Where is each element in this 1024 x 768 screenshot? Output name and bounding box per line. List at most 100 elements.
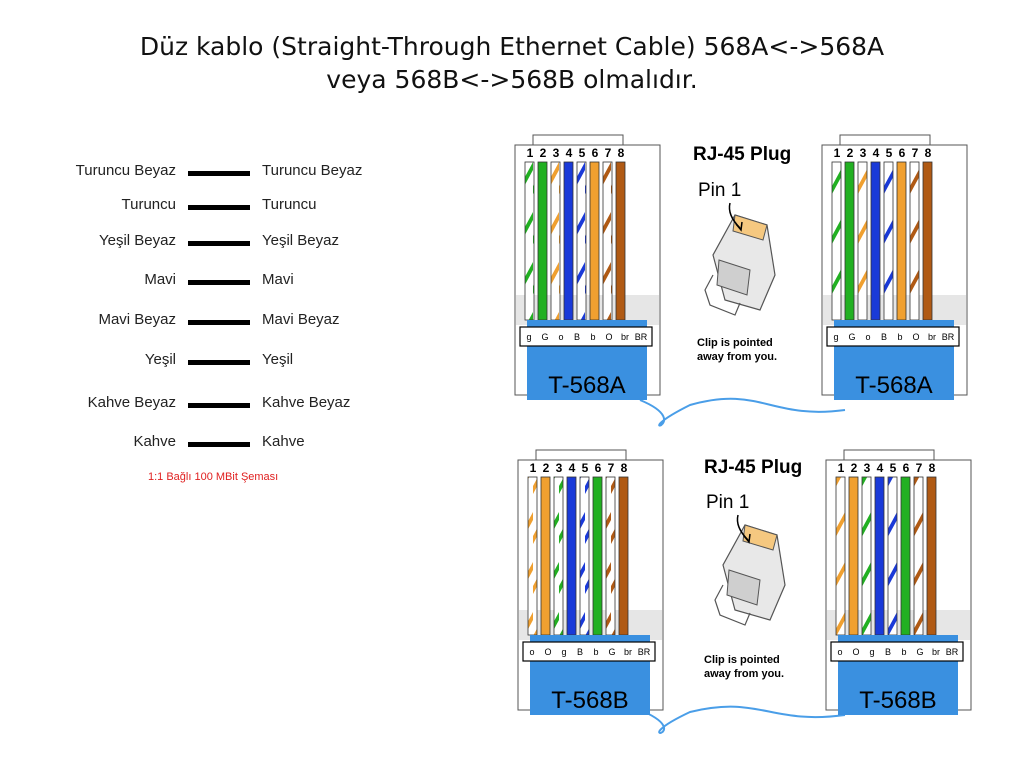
code-strip: [826, 326, 960, 347]
legend-connector-bar: [188, 205, 250, 210]
wire-code: br: [624, 647, 632, 657]
wire-green: [900, 476, 911, 636]
wire-orange-white: [527, 476, 538, 636]
wire-brown-white: [602, 161, 613, 321]
wire-code: BR: [635, 332, 648, 342]
wire-code: b: [590, 332, 595, 342]
wire-brown-white: [909, 161, 920, 321]
legend-connector-bar: [188, 280, 250, 285]
legend-connector-bar: [188, 360, 250, 365]
wire-code: br: [621, 332, 629, 342]
pin-number: 7: [912, 146, 919, 160]
wire-green-white: [861, 476, 872, 636]
pin-number: 5: [582, 461, 589, 475]
wire-orange-white: [857, 161, 868, 321]
wire-blue: [874, 476, 885, 636]
wire-code: G: [541, 332, 548, 342]
legend-left-label: Turuncu Beyaz: [75, 162, 176, 179]
pin-number: 3: [556, 461, 563, 475]
wire-blue-white: [887, 476, 898, 636]
wire-code: g: [833, 332, 838, 342]
pin-number: 3: [864, 461, 871, 475]
legend-row: Turuncu Beyaz Turuncu Beyaz: [0, 162, 400, 184]
wire-orange: [848, 476, 859, 636]
wire-orange: [896, 161, 907, 321]
pin-number: 5: [890, 461, 897, 475]
plug-latch: [843, 449, 935, 461]
pin-number: 2: [540, 146, 547, 160]
standard-label: T-568B: [859, 687, 936, 714]
pin-number: 6: [595, 461, 602, 475]
pin-number: 1: [527, 146, 534, 160]
cable-568b: [639, 705, 846, 734]
arrowhead-icon: [735, 221, 743, 232]
rj45-heading: RJ-45 Plug: [693, 144, 791, 165]
clip-note: Clip is pointed: [704, 654, 780, 666]
plug-latch: [535, 449, 627, 461]
legend-connector-bar: [188, 171, 250, 176]
wire-green: [537, 161, 548, 321]
wire-blue-white: [883, 161, 894, 321]
pin-number: 4: [566, 146, 573, 160]
wire-green-white: [553, 476, 564, 636]
pin-number: 3: [860, 146, 867, 160]
wire-code: O: [544, 647, 551, 657]
wire-blue: [563, 161, 574, 321]
pin-number: 8: [618, 146, 625, 160]
wire-green: [592, 476, 603, 636]
legend-row: Turuncu Turuncu: [0, 196, 400, 218]
slide-title: Düz kablo (Straight-Through Ethernet Cab…: [0, 30, 1024, 96]
wire-code: O: [852, 647, 859, 657]
legend-right-label: Turuncu Beyaz: [262, 162, 363, 179]
pin-number: 2: [543, 461, 550, 475]
pin-number: 3: [553, 146, 560, 160]
title-line-1: Düz kablo (Straight-Through Ethernet Cab…: [139, 32, 885, 61]
legend-right-label: Kahve: [262, 433, 305, 450]
wire-code: br: [932, 647, 940, 657]
legend-right-label: Yeşil: [262, 351, 294, 368]
standard-label: T-568A: [855, 372, 932, 399]
legend-row: Kahve Kahve: [0, 433, 400, 455]
legend-right-label: Turuncu: [262, 196, 317, 213]
pin-number: 6: [903, 461, 910, 475]
legend-row: Yeşil Yeşil: [0, 351, 400, 373]
wire-blue-white: [579, 476, 590, 636]
wire-brown-white: [605, 476, 616, 636]
legend-row: Kahve Beyaz Kahve Beyaz: [0, 394, 400, 416]
wire-code: g: [869, 647, 874, 657]
pin-number: 7: [608, 461, 615, 475]
standard-label: T-568A: [548, 372, 625, 399]
legend-right-label: Mavi: [262, 271, 294, 288]
legend-left-label: Kahve Beyaz: [87, 394, 176, 411]
wire-brown: [615, 161, 626, 321]
wire-orange-white: [835, 476, 846, 636]
clip-note: away from you.: [704, 668, 784, 680]
legend-connector-bar: [188, 442, 250, 447]
legend-left-label: Turuncu: [121, 196, 176, 213]
wire-blue: [566, 476, 577, 636]
wire-code: G: [916, 647, 923, 657]
pin-number: 1: [834, 146, 841, 160]
code-strip: [522, 641, 656, 662]
pin-number: 5: [579, 146, 586, 160]
clip-note: Clip is pointed: [697, 337, 773, 349]
plug-latch: [839, 134, 931, 146]
legend-connector-bar: [188, 320, 250, 325]
wire-brown: [618, 476, 629, 636]
pin-number: 1: [838, 461, 845, 475]
legend-row: Mavi Mavi: [0, 271, 400, 293]
wire-code: o: [529, 647, 534, 657]
legend-row: Mavi Beyaz Mavi Beyaz: [0, 311, 400, 333]
wire-code: b: [901, 647, 906, 657]
wire-code: B: [881, 332, 887, 342]
wire-green: [844, 161, 855, 321]
wire-code: o: [837, 647, 842, 657]
wire-code: o: [558, 332, 563, 342]
legend-left-label: Mavi: [144, 271, 176, 288]
pin-number: 2: [851, 461, 858, 475]
wire-code: b: [897, 332, 902, 342]
pin1-label: Pin 1: [698, 180, 741, 201]
